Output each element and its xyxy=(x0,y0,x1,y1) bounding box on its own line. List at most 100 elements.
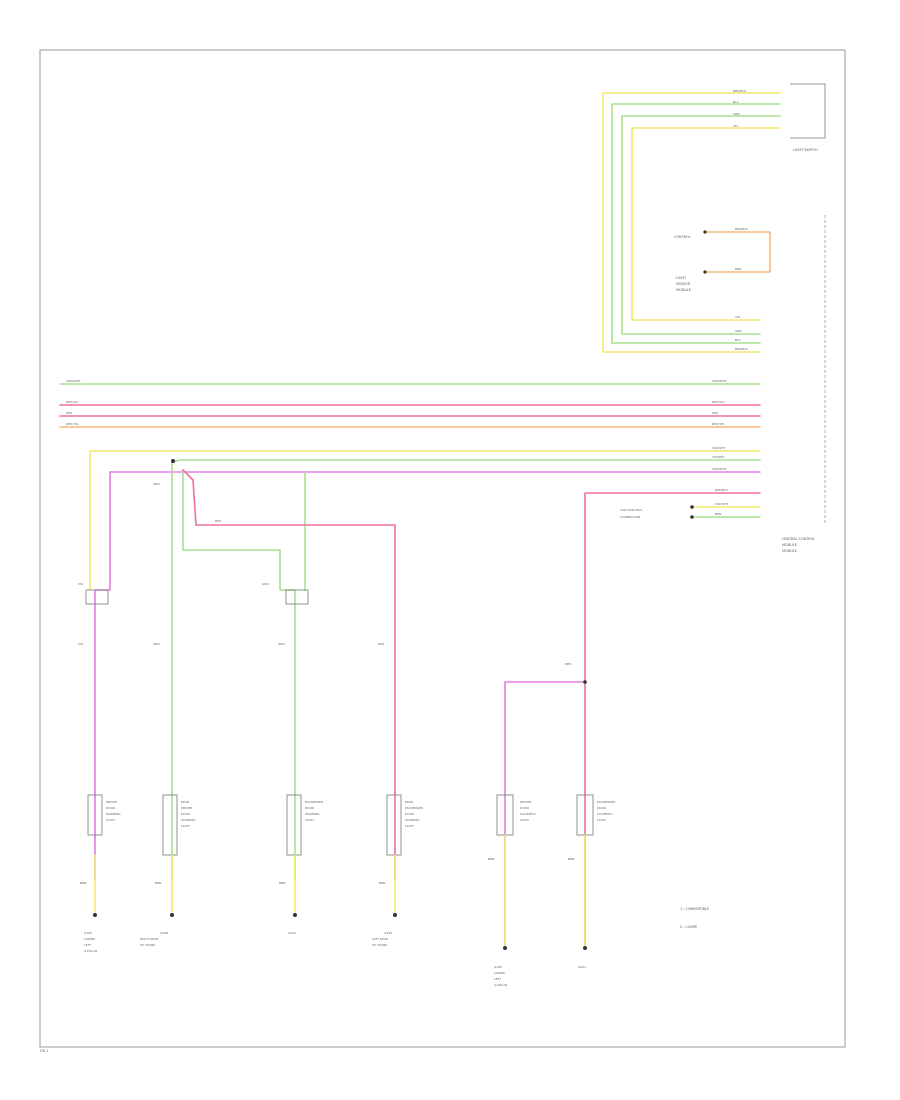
ground-wire-4: BRN xyxy=(379,881,385,885)
wire-label-top-3: GRN xyxy=(733,112,740,116)
side-connector-2: CONNECTION xyxy=(620,515,640,519)
drop-label-2: GRN xyxy=(153,482,160,486)
ground-4-l1: G199 xyxy=(384,931,392,935)
lamp-passenger-door-courtesy: PASSENGER DOOR COURTESY LIGHT xyxy=(576,794,615,836)
ground-4-l3: OF TRUNK xyxy=(372,943,388,947)
bus-label-3: RED xyxy=(66,411,73,415)
sensor-label-2: SENSOR xyxy=(676,282,691,286)
connector-3 xyxy=(285,589,309,605)
light-sensor-module: BRN/BLU BRN CONTROL LIGHT SENSOR MODULE xyxy=(674,227,771,292)
side-connector-1: CAN DATA BUS xyxy=(620,508,642,512)
wire-label-low-4: BRN/BLU xyxy=(735,347,748,351)
legend-item-2: 2 : COUPE xyxy=(680,925,697,929)
bus-label-r5: VIO/WHT xyxy=(712,446,726,450)
lamp-passenger-door-warning: PASSENGER DOOR WARNING LIGHT xyxy=(286,794,323,856)
bus-label-r3: RED xyxy=(712,411,719,415)
lamp4-l2: PASSENGER xyxy=(405,806,423,810)
ground-wires xyxy=(94,834,586,946)
lamp4-l5: LIGHT xyxy=(405,824,414,828)
module-right-wires: RED/BLU VIO/WHT BRN CAN DATA BUS CONNECT… xyxy=(584,488,761,946)
ground-5-l4: A-PILLAR xyxy=(494,983,507,987)
lamp-driver-door-courtesy: DRIVER DOOR COURTESY LIGHT xyxy=(496,794,536,836)
ground-3-l1: G201 xyxy=(288,931,296,935)
module-wire-2: VIO/WHT xyxy=(715,502,729,506)
sensor-label-3: MODULE xyxy=(676,288,691,292)
ground-2-l1: G198 xyxy=(160,931,168,935)
ground-1-l2: LOWER xyxy=(84,937,95,941)
ground-6-l1: G201 xyxy=(578,965,586,969)
bus-label-1: GRN/WHT xyxy=(66,379,81,383)
ground-5-l2: LOWER xyxy=(494,971,505,975)
ground-2-l2: RIGHT REAR xyxy=(140,937,158,941)
lamp-rear-driver-door-warning: REAR DRIVER DOOR WARNING LIGHT xyxy=(162,794,196,856)
ground-1-l1: G165 xyxy=(84,931,92,935)
bus-label-4: RED/YEL xyxy=(66,422,79,426)
lamp2-l2: DRIVER xyxy=(181,806,192,810)
wire-label-low-2: GRN xyxy=(735,329,742,333)
lamp2-l1: REAR xyxy=(181,800,189,804)
lamp5-l3: COURTESY xyxy=(520,812,536,816)
lamp-driver-door-warning: DRIVER DOOR WARNING LIGHT xyxy=(87,794,121,836)
module-label-2: MODULE xyxy=(782,543,797,547)
sensor-wire-1: BRN/BLU xyxy=(735,227,748,231)
wire-label-low-1: YEL xyxy=(735,315,741,319)
drop-label-1: VIO xyxy=(78,582,84,586)
bus-label-r4: RED/YEL xyxy=(712,422,725,426)
drop-low-1: VIO xyxy=(78,642,84,646)
wire-label-top-1: BRN/BLU xyxy=(733,89,746,93)
lamp3-l1: PASSENGER xyxy=(305,800,323,804)
ground-points xyxy=(93,913,587,950)
lamp3-l3: WARNING xyxy=(305,812,320,816)
lamp5-l1: DRIVER xyxy=(520,800,531,804)
wire-label-low-3: BLU xyxy=(735,338,741,342)
lamp6-l3: COURTESY xyxy=(597,812,613,816)
ground-2-l3: OF TRUNK xyxy=(140,943,156,947)
wire-label-top-4: YEL xyxy=(733,124,739,128)
lamp1-l2: DOOR xyxy=(106,806,115,810)
lamp2-l4: WARNING xyxy=(181,818,196,822)
sensor-wire-2: BRN xyxy=(735,267,741,271)
main-bus xyxy=(59,383,761,473)
drop-low-2: GRN xyxy=(153,642,160,646)
diagram-frame xyxy=(39,49,846,1048)
bus-label-r7: GRN/WHT xyxy=(712,467,727,471)
lamp-rear-passenger-door-warning: REAR PASSENGER DOOR WARNING LIGHT xyxy=(386,794,423,856)
ground-5-l1: G165 xyxy=(494,965,502,969)
lamp5-l4: LIGHT xyxy=(520,818,529,822)
lamp3-l4: LIGHT xyxy=(305,818,314,822)
sensor-note: CONTROL xyxy=(674,235,691,239)
ground-wire-5: BRN xyxy=(488,857,494,861)
lamp2-l5: LIGHT xyxy=(181,824,190,828)
lamp4-l3: DOOR xyxy=(405,812,414,816)
ground-wire-1: BRN xyxy=(80,881,86,885)
bus-label-r2: RED/VIO xyxy=(712,400,725,404)
lamp6-l4: LIGHT xyxy=(597,818,606,822)
page-code: FIG-1 xyxy=(40,1049,48,1053)
ground-5-l3: LEFT xyxy=(494,977,501,981)
lamp-drops xyxy=(89,450,587,946)
light-switch: LIGHT SWITCH xyxy=(790,83,826,152)
lamp1-l1: DRIVER xyxy=(106,800,117,804)
ground-1-l4: A-PILLAR xyxy=(84,949,97,953)
module-wire-3: BRN xyxy=(715,512,721,516)
module-label-3: MODULE xyxy=(782,549,797,553)
bus-label-2: RED/VIO xyxy=(66,400,79,404)
lamp6-l1: PASSENGER xyxy=(597,800,615,804)
drop-label-4: RED xyxy=(215,519,222,523)
top-wire-bundle xyxy=(602,92,781,353)
ground-1-l3: LEFT xyxy=(84,943,91,947)
right-drop-1: RED xyxy=(565,662,572,666)
lamp2-l3: DOOR xyxy=(181,812,190,816)
drop-low-3: GRN xyxy=(278,642,285,646)
bus-label-r1: GRN/WHT xyxy=(712,379,727,383)
lamp4-l1: REAR xyxy=(405,800,413,804)
lamp4-l4: WARNING xyxy=(405,818,420,822)
module-wire-1: RED/BLU xyxy=(715,488,728,492)
legend: 1 : CONVERTIBLE 2 : COUPE xyxy=(680,907,709,929)
sensor-label-1: LIGHT xyxy=(676,276,687,280)
lamp3-l2: DOOR xyxy=(305,806,314,810)
bus-label-r6: VIO/RED xyxy=(712,455,725,459)
connector-1 xyxy=(85,589,109,605)
module-label-1: CENTRAL CONTROL xyxy=(782,537,815,541)
